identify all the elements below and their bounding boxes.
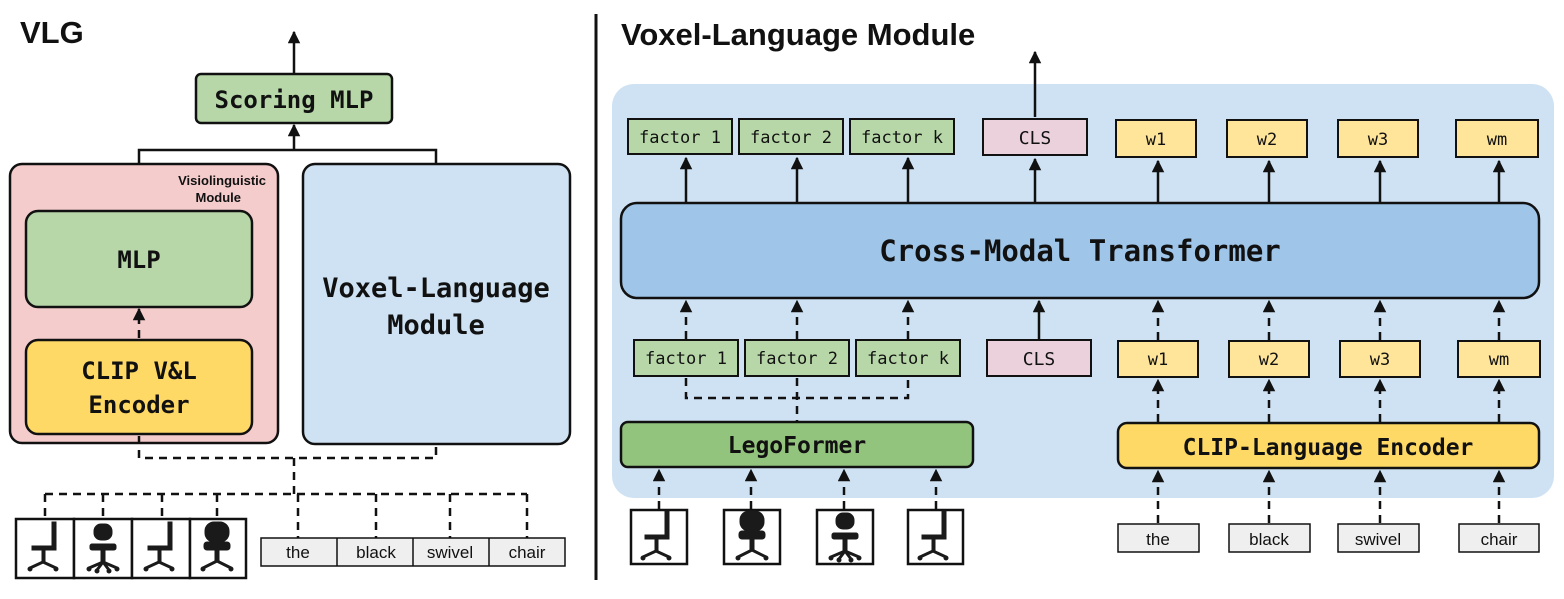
top-cls-token: CLS [982, 118, 1088, 156]
left-word-3: swivel [427, 543, 473, 562]
top-word-token-1: w1 [1115, 119, 1197, 158]
svg-text:factor 1: factor 1 [645, 349, 727, 369]
vlg-title: VLG [20, 15, 84, 50]
top-word-token-m: wm [1455, 119, 1539, 158]
svg-text:w3: w3 [1368, 130, 1388, 150]
right-word-1: the [1117, 523, 1200, 553]
clip-vl-label-line1: CLIP V&L [81, 357, 197, 385]
clip-language-encoder-label: CLIP-Language Encoder [1183, 435, 1474, 461]
svg-text:the: the [1146, 530, 1170, 549]
chair-view-1 [14, 517, 76, 580]
top-factor-token-2: factor 2 [738, 118, 844, 155]
svg-text:factor k: factor k [867, 349, 949, 369]
bottom-factor-token-1: factor 1 [633, 339, 739, 377]
svg-text:w1: w1 [1148, 350, 1168, 370]
svg-text:w1: w1 [1146, 130, 1166, 150]
right-chair-view-2 [722, 508, 782, 566]
clip-vl-encoder-box [24, 338, 254, 436]
svg-text:factor 1: factor 1 [639, 128, 721, 148]
right-word-2: black [1228, 523, 1311, 553]
input-bus-top [137, 436, 438, 460]
clip-language-encoder-box [1116, 421, 1541, 470]
clip-vl-label-line2: Encoder [88, 391, 189, 419]
top-word-token-2: w2 [1226, 119, 1308, 158]
top-factor-token-k: factor k [849, 118, 955, 155]
bottom-factor-token-k: factor k [855, 339, 961, 377]
mlp-label: MLP [117, 246, 160, 274]
svg-text:wm: wm [1487, 130, 1507, 150]
voxel-language-module-box [301, 162, 572, 446]
cross-modal-transformer-label: Cross-Modal Transformer [879, 234, 1281, 268]
top-word-token-3: w3 [1337, 119, 1419, 158]
left-word-1: the [286, 543, 310, 562]
chair-view-4 [188, 517, 248, 580]
vlm-title: Voxel-Language Module [621, 17, 975, 52]
svg-text:swivel: swivel [1355, 530, 1401, 549]
right-chair-view-4 [906, 508, 965, 566]
top-factor-token-1: factor 1 [627, 118, 733, 155]
chair-view-2 [72, 517, 134, 580]
bottom-word-token-3: w3 [1339, 340, 1421, 378]
bottom-cls-token: CLS [986, 339, 1092, 377]
bottom-word-token-m: wm [1457, 340, 1541, 378]
scoring-mlp-label: Scoring MLP [215, 86, 374, 114]
bottom-factor-token-2: factor 2 [744, 339, 850, 377]
bottom-word-token-2: w2 [1228, 340, 1310, 378]
svg-text:factor 2: factor 2 [756, 349, 838, 369]
svg-text:w2: w2 [1257, 130, 1277, 150]
left-word-2: black [356, 543, 396, 562]
svg-text:wm: wm [1489, 350, 1509, 370]
vl-module-label-line2: Module [387, 310, 485, 341]
legoformer-box [619, 420, 975, 469]
legoformer-label: LegoFormer [728, 433, 866, 459]
right-chair-view-3 [815, 508, 875, 566]
svg-text:w3: w3 [1370, 350, 1390, 370]
right-word-3: swivel [1337, 523, 1420, 553]
visiolinguistic-label-line2: Module [196, 190, 242, 205]
scoring-mlp-box [194, 72, 394, 125]
right-chair-view-1 [629, 508, 689, 566]
svg-text:CLS: CLS [1019, 128, 1052, 149]
bottom-word-token-1: w1 [1117, 340, 1199, 378]
svg-text:CLS: CLS [1023, 349, 1056, 370]
svg-text:chair: chair [1481, 530, 1518, 549]
svg-text:w2: w2 [1259, 350, 1279, 370]
svg-text:factor k: factor k [861, 128, 943, 148]
left-word-4: chair [509, 543, 546, 562]
cross-modal-transformer-box [619, 201, 1541, 300]
vl-module-label-line1: Voxel-Language [322, 273, 550, 304]
svg-text:black: black [1249, 530, 1289, 549]
visiolinguistic-label-line1: Visiolinguistic [178, 173, 266, 188]
right-word-4: chair [1458, 523, 1540, 553]
mlp-box [24, 209, 254, 309]
svg-text:factor 2: factor 2 [750, 128, 832, 148]
chair-view-3 [130, 517, 192, 580]
